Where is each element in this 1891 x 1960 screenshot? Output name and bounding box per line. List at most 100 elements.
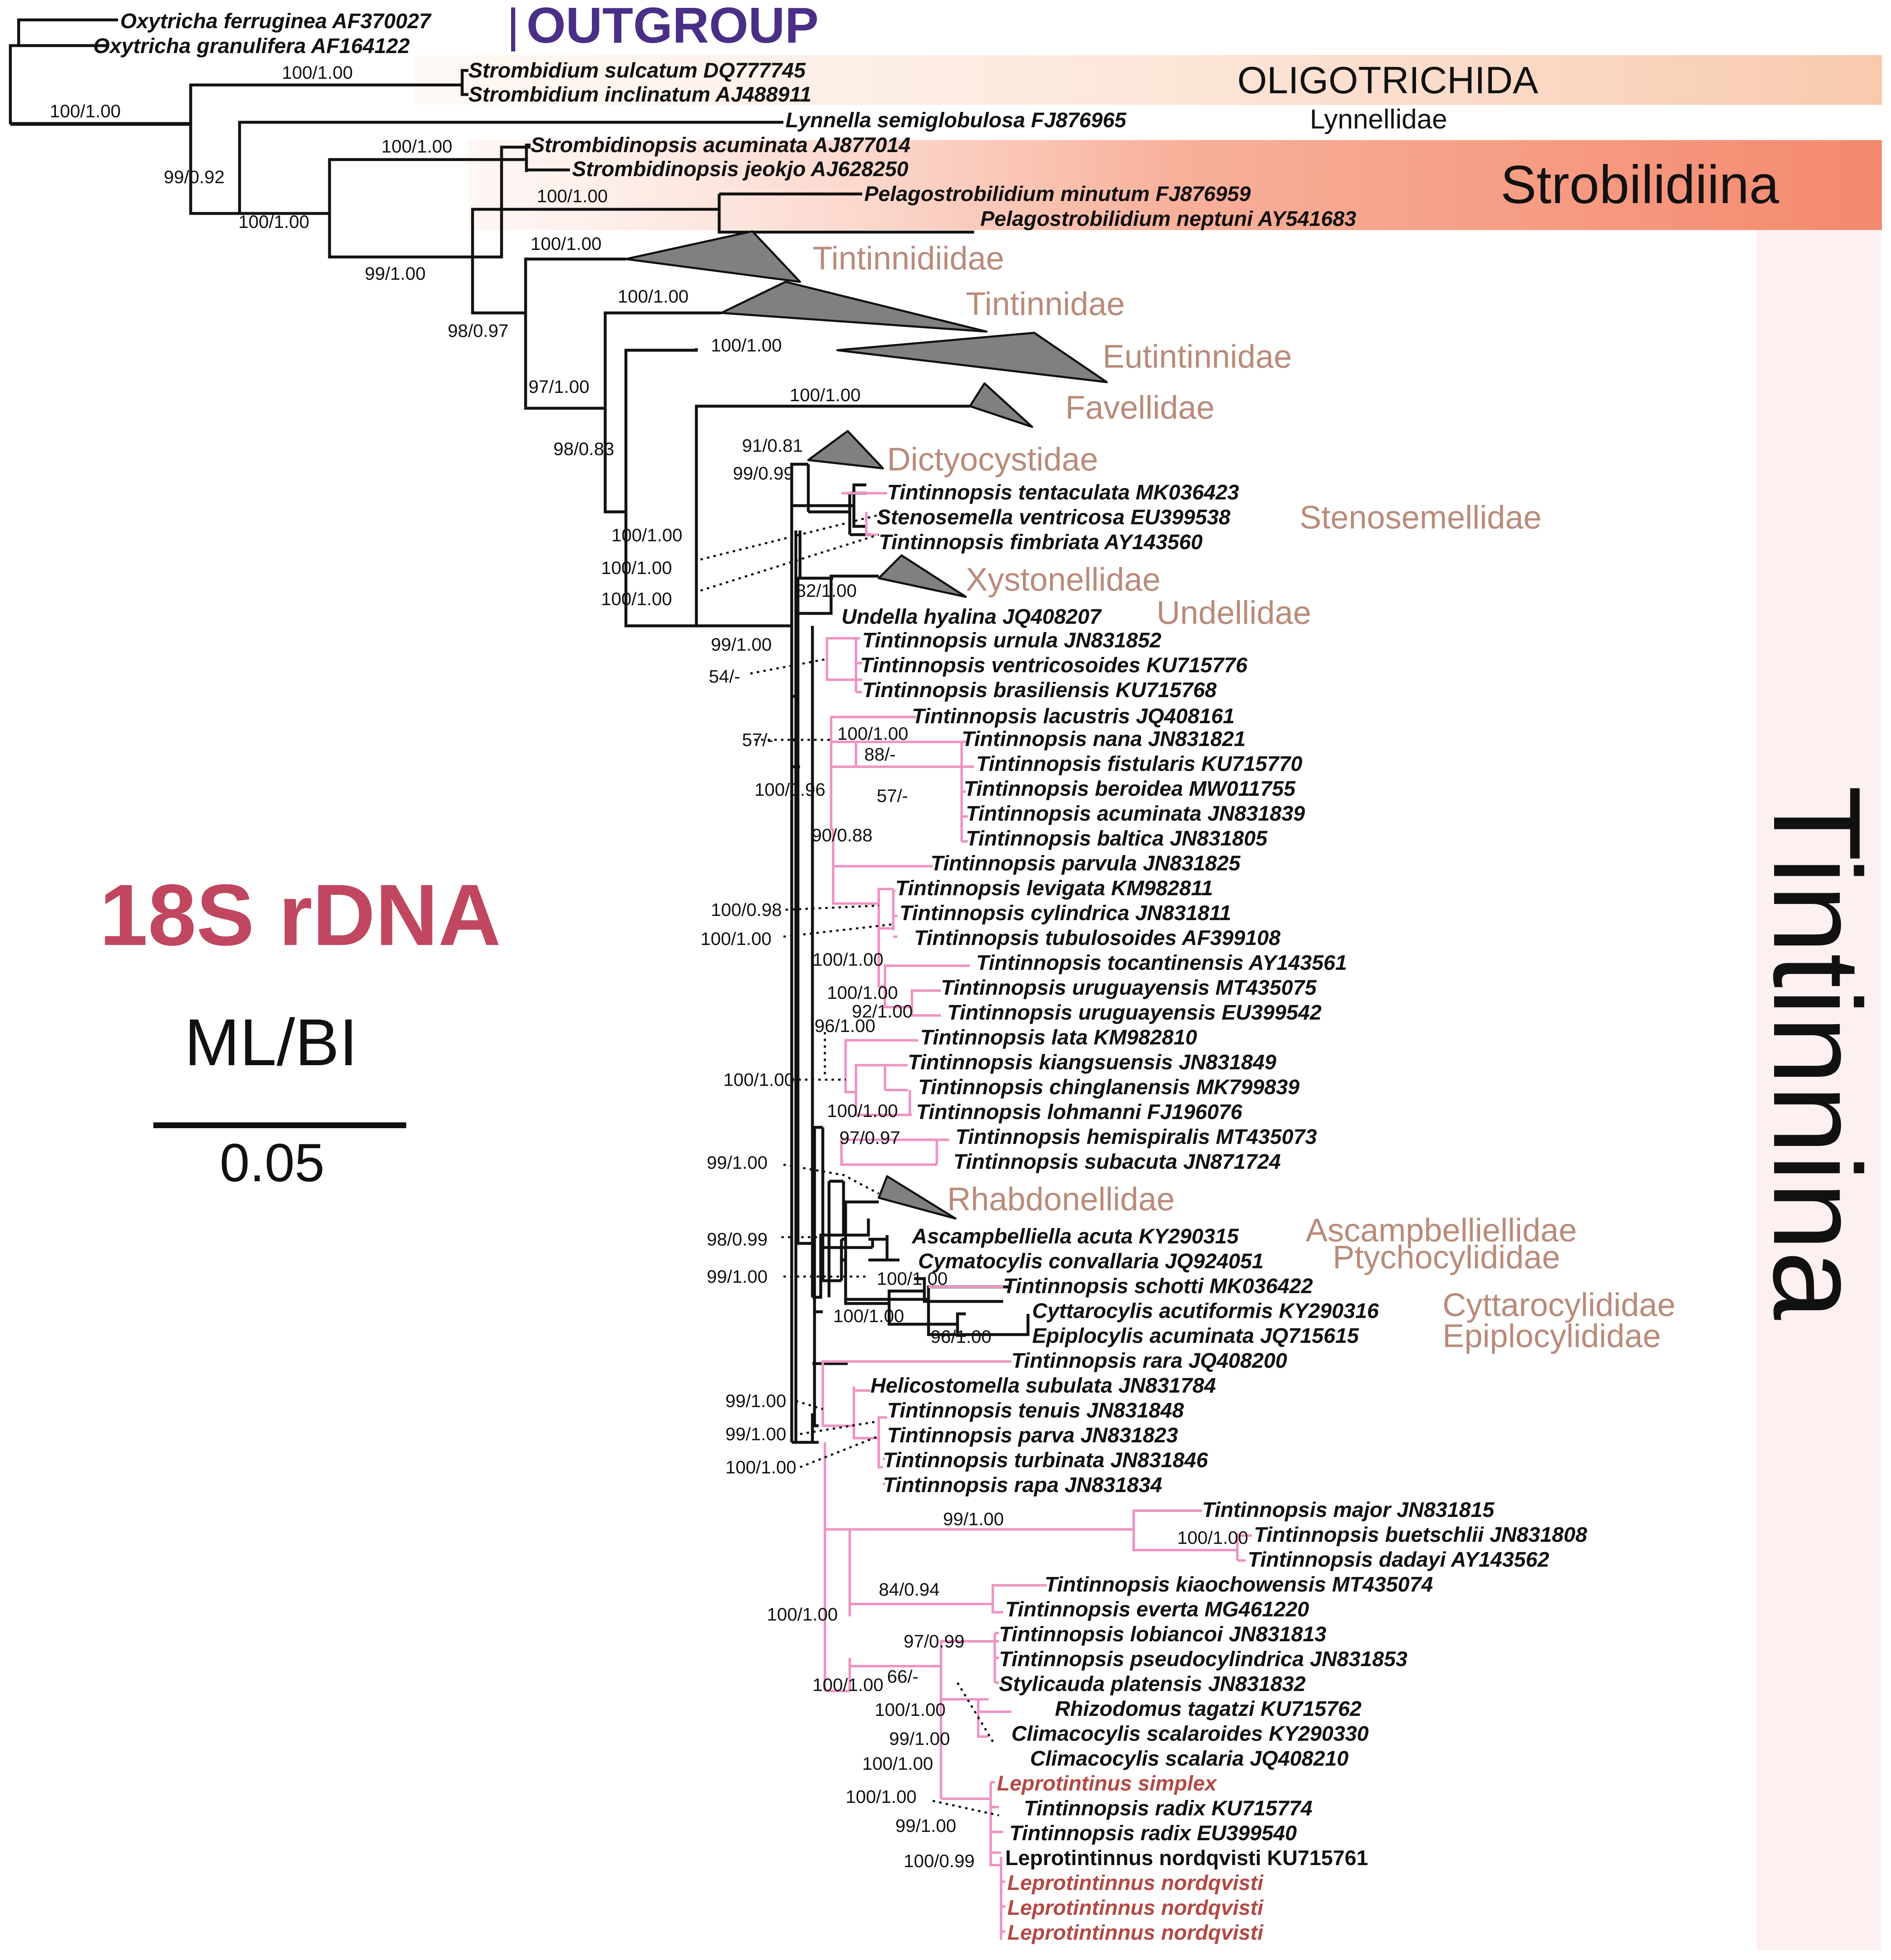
taxon-label: Pelagostrobilidium minutum FJ876959 <box>864 182 1251 206</box>
taxon-label: Tintinnopsis tentaculata MK036423 <box>887 480 1239 504</box>
taxon-label: Tintinnopsis tubulosoides AF399108 <box>914 926 1281 950</box>
taxon-label: Helicostomella subulata JN831784 <box>870 1374 1216 1397</box>
support-value: 91/0.81 <box>742 436 803 456</box>
support-value: 100/1.00 <box>812 1675 883 1695</box>
taxon-label: Tintinnopsis brasiliensis KU715768 <box>862 678 1217 702</box>
taxon-label: Tintinnopsis schotti MK036422 <box>1003 1274 1313 1298</box>
method-label: 18S rDNA <box>99 866 501 964</box>
collapsed-clade-tintinnidiidae <box>625 230 801 283</box>
family-label: Epiplocylididae <box>1442 1317 1661 1354</box>
support-value: 100/1.00 <box>723 1070 794 1090</box>
taxon-label: Tintinnopsis rapa JN831834 <box>883 1473 1162 1497</box>
taxon-label: Tintinnopsis major JN831815 <box>1202 1498 1494 1521</box>
support-value: 98/0.97 <box>448 321 509 341</box>
black-tree <box>9 18 1003 1444</box>
family-label: Xystonellidae <box>966 561 1161 598</box>
taxon-label: Lynnella semiglobulosa FJ876965 <box>785 108 1127 132</box>
support-value: 99/1.00 <box>943 1509 1004 1529</box>
taxon-label: Tintinnopsis kiangsuensis JN831849 <box>908 1050 1277 1074</box>
collapsed-clade-favellidae <box>969 382 1033 428</box>
collapsed-clade-xystonellidae <box>878 554 967 598</box>
taxon-label: Oxytricha ferruginea AF370027 <box>120 9 432 33</box>
support-value: 99/0.92 <box>164 167 225 187</box>
taxon-label: Tintinnopsis levigata KM982811 <box>895 876 1213 900</box>
taxon-label: Tintinnopsis fistularis KU715770 <box>976 752 1302 775</box>
support-value: 100/1.00 <box>812 950 883 970</box>
support-value: 99/1.00 <box>365 264 426 284</box>
support-value: 96/1.00 <box>815 1016 875 1036</box>
taxon-label: Tintinnopsis buetschlii JN831808 <box>1254 1523 1588 1546</box>
taxon-label: Tintinnopsis turbinata JN831846 <box>883 1448 1208 1472</box>
support-values: 100/1.00 100/1.00 99/0.92 100/1.00 100/1… <box>50 63 1248 1871</box>
support-value: 98/0.99 <box>707 1229 768 1250</box>
support-value: 100/1.00 <box>381 136 452 157</box>
taxon-label: Strombidium inclinatum AJ488911 <box>468 82 812 106</box>
support-value: 97/1.00 <box>529 377 589 397</box>
taxon-label: Tintinnopsis lohmanni FJ196076 <box>916 1100 1243 1124</box>
taxon-label: Climacocylis scalaroides KY290330 <box>1011 1722 1369 1745</box>
taxon-label: Tintinnopsis kiaochowensis MT435074 <box>1045 1572 1433 1596</box>
support-value: 99/1.00 <box>725 1391 786 1411</box>
taxon-label: Strombidinopsis acuminata AJ877014 <box>531 133 910 157</box>
taxon-label: Ascampbelliella acuta KY290315 <box>911 1224 1239 1248</box>
family-label: Ptychocylididae <box>1333 1238 1560 1275</box>
support-value: 100/1.00 <box>827 1101 898 1121</box>
support-value: 100/1.00 <box>767 1604 838 1625</box>
support-value: 100/1.00 <box>618 286 689 307</box>
family-labels: Tintinnidiidae Tintinnidae Eutintinnidae… <box>812 240 1675 1354</box>
taxon-label: Tintinnopsis parva JN831823 <box>887 1423 1178 1447</box>
family-label: Stenosemellidae <box>1299 499 1542 535</box>
oligotrichida-band <box>415 55 1882 105</box>
taxon-label: Leprotintinnus nordqvisti <box>1007 1921 1264 1944</box>
taxon-label: Tintinnopsis baltica JN831805 <box>966 826 1268 850</box>
support-value: 100/1.00 <box>827 983 898 1003</box>
support-value: 100/1.00 <box>601 558 672 578</box>
taxon-label: Cyttarocylis acutiformis KY290316 <box>1032 1299 1379 1323</box>
support-value: 98/0.83 <box>553 439 614 459</box>
scale-label: 0.05 <box>220 1132 325 1193</box>
taxon-label: Undella hyalina JQ408207 <box>841 605 1102 628</box>
family-label: Tintinnidiidae <box>812 240 1004 276</box>
taxon-label: Stenosemella ventricosa EU399538 <box>877 505 1231 529</box>
support-value: 100/0.96 <box>754 780 825 800</box>
support-value: 99/0.99 <box>733 463 794 484</box>
taxon-label: Rhizodomus tagatzi KU715762 <box>1055 1697 1362 1720</box>
support-value: 99/1.00 <box>707 1153 768 1173</box>
taxon-label: Tintinnopsis lobiancoi JN831813 <box>999 1622 1326 1646</box>
support-value: 99/1.00 <box>725 1424 786 1444</box>
support-value: 100/1.00 <box>862 1754 933 1774</box>
taxon-label: Tintinnopsis tocantinensis AY143561 <box>976 951 1347 974</box>
support-value: 100/1.00 <box>711 335 782 356</box>
support-value: 100/1.00 <box>282 63 353 83</box>
pink-branches <box>822 492 1252 1940</box>
support-value: 100/1.00 <box>601 589 672 609</box>
taxon-label: Cymatocylis convallaria JQ924051 <box>918 1249 1264 1273</box>
support-value: 54/- <box>709 666 740 687</box>
support-value: 100/0.99 <box>904 1851 975 1871</box>
oligotrichida-label: OLIGOTRICHIDA <box>1237 59 1538 102</box>
taxon-label: Tintinnopsis acuminata JN831839 <box>966 802 1305 825</box>
support-value: 100/1.00 <box>531 234 601 254</box>
taxon-labels: Oxytricha ferruginea AF370027 Oxytricha … <box>93 9 1588 1944</box>
family-label: Undellidae <box>1156 594 1311 631</box>
taxon-label: Strombidium sulcatum DQ777745 <box>468 58 806 82</box>
support-value: 82/1.00 <box>796 581 857 601</box>
tintinnina-band <box>1757 230 1881 1950</box>
family-label: Tintinnidae <box>966 285 1125 322</box>
taxon-label: Tintinnopsis rara JQ408200 <box>1011 1349 1287 1372</box>
outgroup-label: OUTGROUP <box>526 0 819 53</box>
taxon-label: Leprotintinnus nordqvisti <box>1007 1896 1264 1919</box>
support-value: 99/1.00 <box>895 1816 956 1836</box>
outgroup-bar <box>511 7 515 51</box>
support-value: 100/1.00 <box>846 1787 916 1807</box>
taxon-label: Leprotintinnus nordqvisti KU715761 <box>1005 1846 1368 1870</box>
support-value: 99/1.00 <box>711 635 772 655</box>
support-value: 100/1.00 <box>50 101 121 121</box>
family-label: Cyttarocylididae <box>1442 1286 1675 1323</box>
taxon-label: Tintinnopsis lata KM982810 <box>920 1025 1197 1049</box>
collapsed-clade-rhabdonellidae <box>878 1175 957 1220</box>
support-value: 100/0.98 <box>711 900 782 920</box>
family-label: Favellidae <box>1065 389 1215 426</box>
support-value: 100/1.00 <box>537 186 608 206</box>
